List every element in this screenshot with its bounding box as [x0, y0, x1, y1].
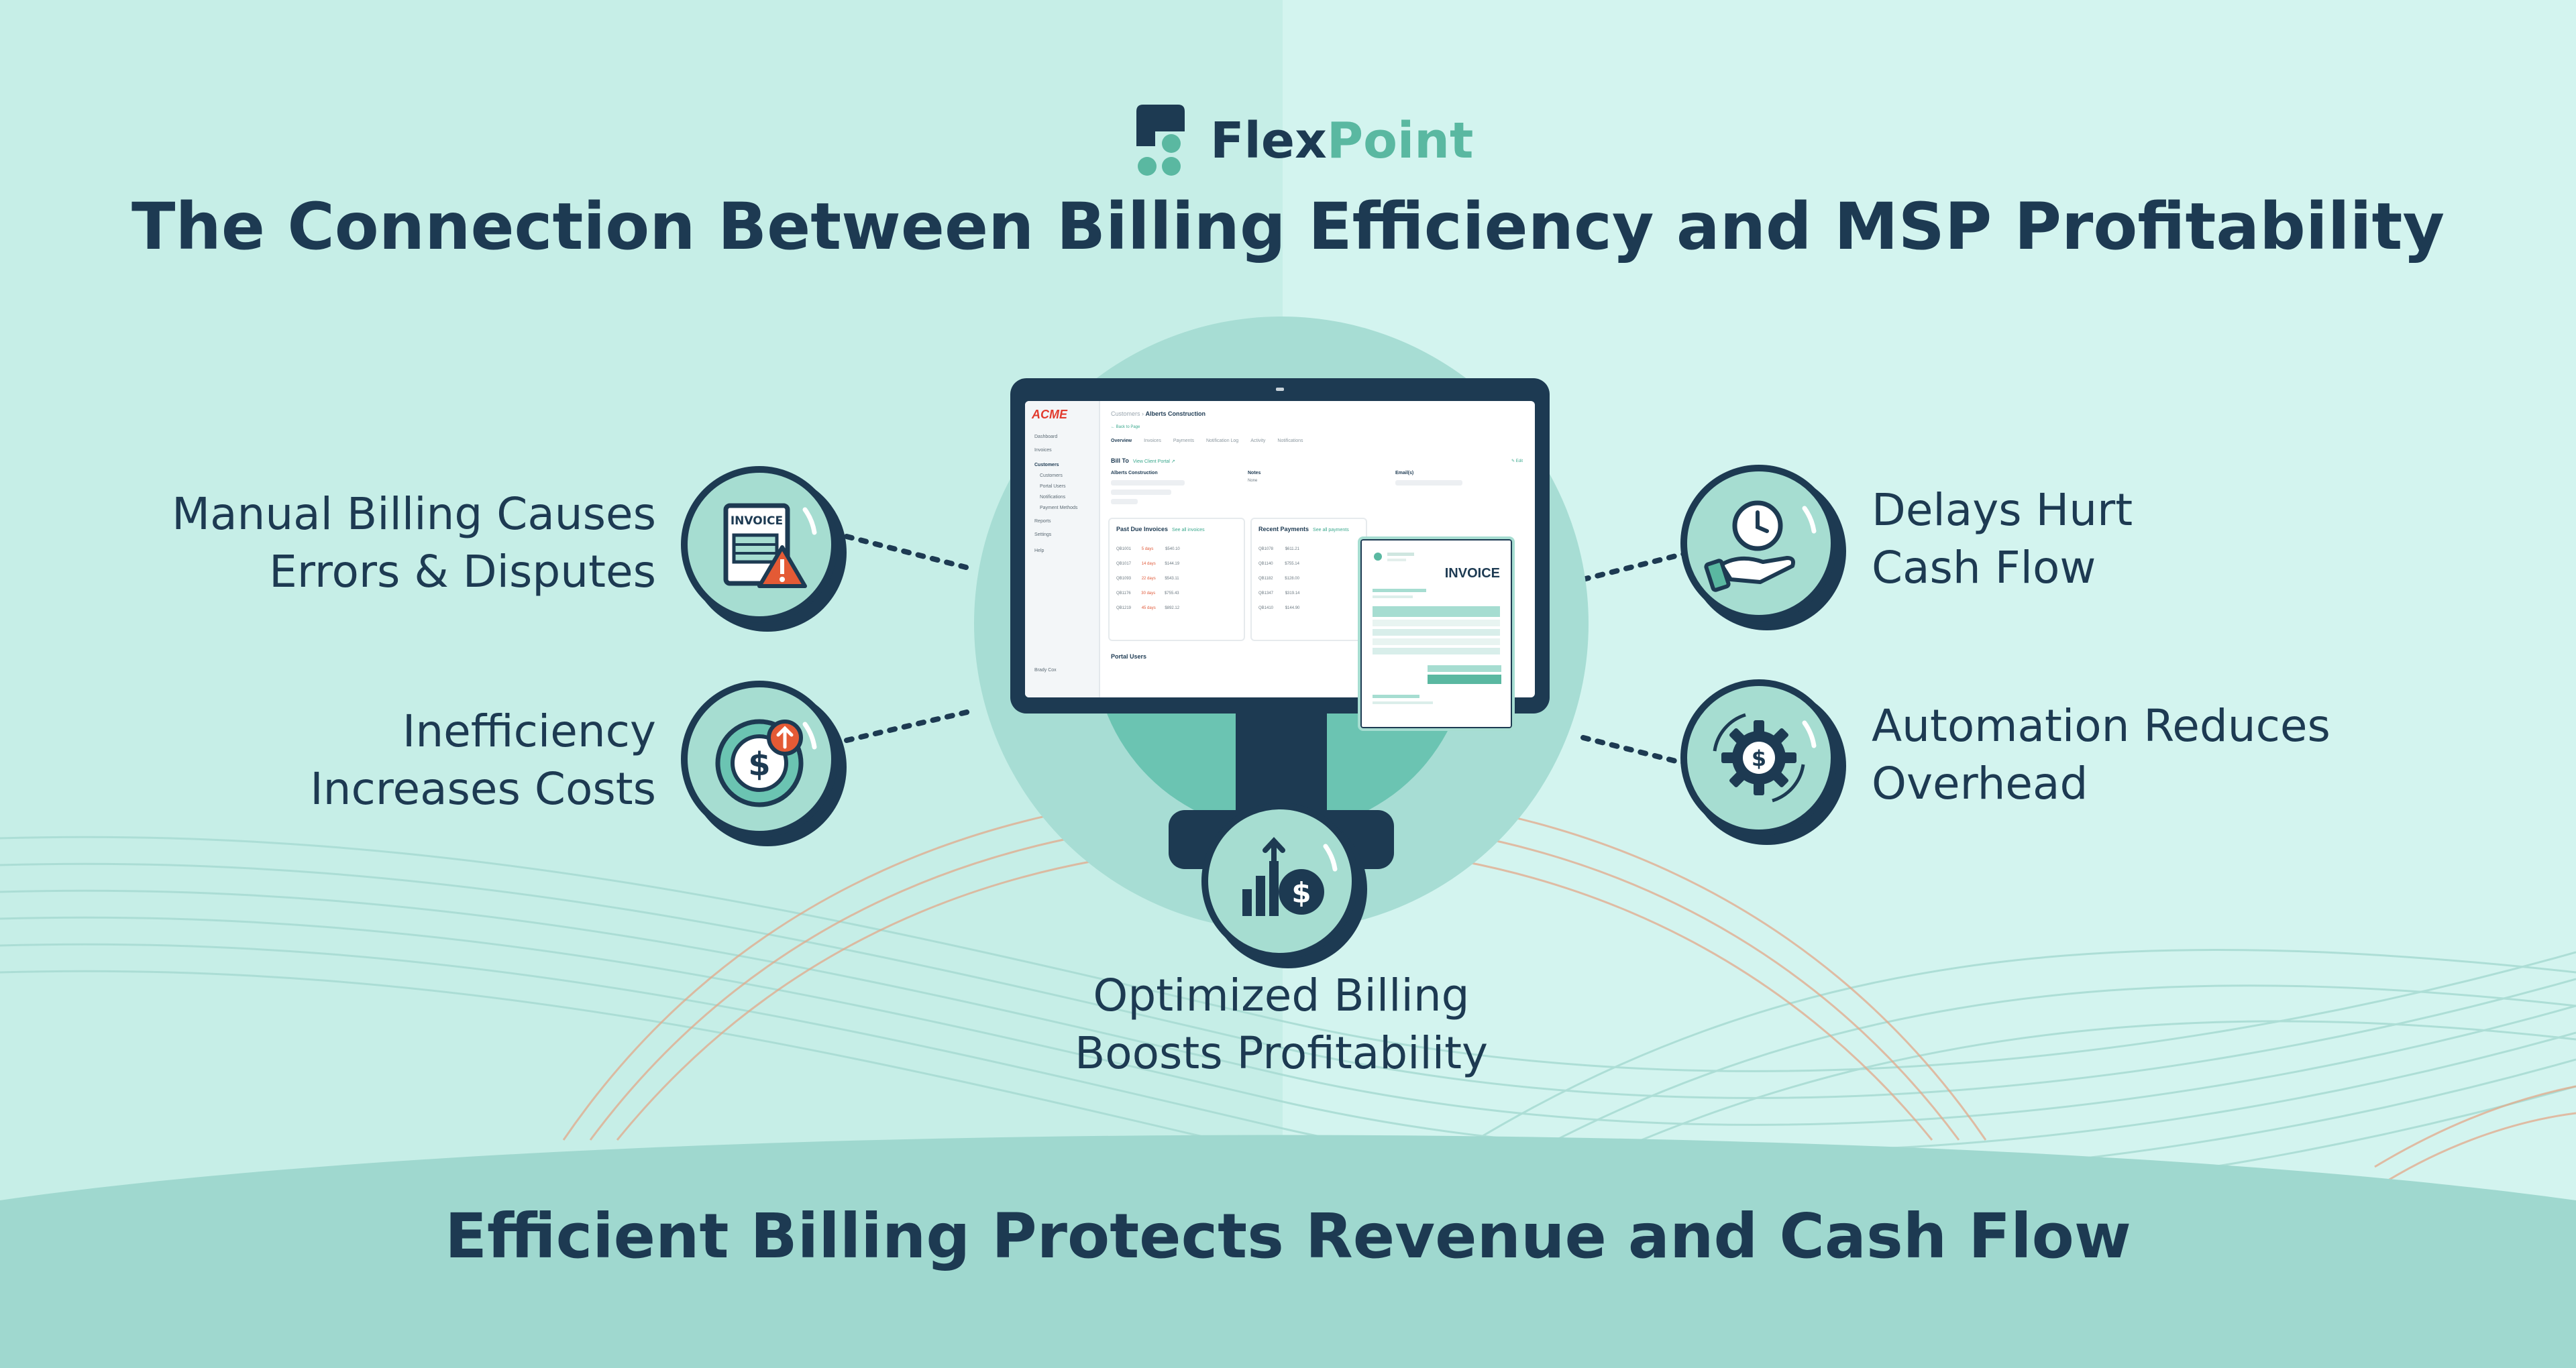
- skeleton-line: [1111, 499, 1138, 504]
- breadcrumb-parent[interactable]: Customers: [1111, 410, 1140, 417]
- skeleton-line: [1111, 490, 1171, 495]
- label-inefficiency: Inefficiency Increases Costs: [310, 703, 656, 818]
- label-line: Automation Reduces: [1872, 700, 2330, 752]
- dollar-rising-icon: $: [681, 681, 847, 846]
- acme-logo: ACME: [1032, 408, 1067, 421]
- sidebar-item[interactable]: Settings: [1034, 532, 1052, 537]
- gear-dollar-icon: $: [1680, 679, 1846, 845]
- skeleton-line: [1395, 480, 1462, 486]
- sidebar-item[interactable]: Invoices: [1034, 448, 1052, 453]
- table-row[interactable]: QB1347 $319.14: [1258, 591, 1300, 595]
- sidebar-item[interactable]: Customers: [1034, 463, 1059, 467]
- svg-text:INVOICE: INVOICE: [731, 514, 783, 528]
- label-manual-billing: Manual Billing Causes Errors & Disputes: [172, 486, 656, 601]
- tab[interactable]: Activity: [1250, 439, 1266, 443]
- see-all-invoices-link[interactable]: See all invoices: [1172, 528, 1205, 532]
- table-row[interactable]: QB1017 14 days $144.19: [1116, 562, 1180, 566]
- table-row[interactable]: QB1093 22 days $543.11: [1116, 577, 1179, 581]
- logo-wordmark: FlexPoint: [1210, 112, 1473, 170]
- sidebar-item[interactable]: Help: [1034, 549, 1044, 553]
- sidebar-item[interactable]: Dashboard: [1034, 435, 1058, 439]
- invoice-document: INVOICE: [1358, 536, 1515, 731]
- sidebar-item[interactable]: Portal Users: [1040, 484, 1066, 489]
- label-line: Delays Hurt: [1872, 484, 2133, 536]
- svg-text:$: $: [748, 746, 770, 783]
- portal-users-heading: Portal Users: [1111, 653, 1147, 660]
- skeleton-line: [1111, 480, 1185, 486]
- page-title: The Connection Between Billing Efficienc…: [131, 189, 2445, 264]
- bill-to-label: Bill To: [1111, 457, 1129, 464]
- sidebar-item[interactable]: Customers: [1040, 473, 1063, 478]
- sidebar-item[interactable]: Reports: [1034, 519, 1051, 524]
- table-row[interactable]: QB1176 30 days $755.43: [1116, 591, 1179, 595]
- tab[interactable]: Invoices: [1144, 439, 1161, 443]
- app-sidebar: ACME Dashboard Invoices Customers Custom…: [1025, 401, 1100, 697]
- table-row[interactable]: QB1140 $755.14: [1258, 562, 1299, 566]
- see-all-payments-link[interactable]: See all payments: [1313, 528, 1349, 532]
- view-portal-link[interactable]: View Client Portal ↗: [1132, 459, 1175, 464]
- tab[interactable]: Notification Log: [1205, 439, 1239, 443]
- company-name: Alberts Construction: [1111, 471, 1158, 475]
- label-line: Manual Billing Causes: [172, 488, 656, 540]
- label-line: Optimized Billing: [1093, 970, 1470, 1021]
- flexpoint-logo: FlexPoint: [1136, 105, 1473, 177]
- tab[interactable]: Payments: [1173, 439, 1194, 443]
- tab[interactable]: Notifications: [1277, 439, 1303, 443]
- table-row[interactable]: QB1001 5 days $540.10: [1116, 547, 1180, 551]
- table-row[interactable]: QB1219 45 days $892.12: [1116, 606, 1180, 610]
- svg-text:$: $: [1291, 876, 1311, 909]
- recent-payments-heading: Recent Payments See all payments: [1258, 526, 1349, 532]
- logo-flex: Flex: [1210, 112, 1327, 170]
- sidebar-item[interactable]: Payment Methods: [1040, 506, 1078, 510]
- logo-point: Point: [1326, 112, 1474, 170]
- invoice-graphic: [1373, 553, 1501, 704]
- past-due-title: Past Due Invoices: [1116, 526, 1169, 532]
- label-automation: Automation Reduces Overhead: [1872, 697, 2330, 813]
- label-line: Cash Flow: [1872, 542, 2096, 593]
- notes-label: Notes: [1248, 471, 1261, 475]
- emails-label: Email(s): [1395, 471, 1414, 475]
- table-row[interactable]: QB1182 $128.00: [1258, 577, 1299, 581]
- sidebar-user[interactable]: Brady Cox: [1034, 668, 1057, 673]
- edit-link[interactable]: ✎ Edit: [1511, 459, 1523, 463]
- recent-payments-title: Recent Payments: [1258, 526, 1309, 532]
- table-row[interactable]: QB1078 $611.21: [1258, 547, 1299, 551]
- label-delays: Delays Hurt Cash Flow: [1872, 481, 2133, 597]
- svg-text:$: $: [1752, 746, 1766, 771]
- invoice-warning-icon: INVOICE: [681, 466, 847, 632]
- label-optimized-billing: Optimized Billing Boosts Profitability: [1006, 967, 1556, 1082]
- label-line: Increases Costs: [310, 763, 656, 815]
- back-link[interactable]: ← Back to Page: [1111, 425, 1140, 429]
- sidebar-item[interactable]: Notifications: [1040, 495, 1066, 500]
- footer-title: Efficient Billing Protects Revenue and C…: [445, 1200, 2131, 1272]
- label-line: Inefficiency: [402, 705, 656, 757]
- flexpoint-logo-mark: [1136, 105, 1185, 176]
- recent-payments-card: Recent Payments See all payments QB1078 $…: [1250, 518, 1367, 641]
- breadcrumb: Customers › Alberts Construction: [1111, 410, 1206, 417]
- label-line: Errors & Disputes: [269, 546, 656, 597]
- tab[interactable]: Overview: [1111, 439, 1132, 443]
- notes-value: None: [1248, 479, 1258, 483]
- growth-chart-dollar-icon: $: [1201, 803, 1367, 968]
- label-line: Overhead: [1872, 758, 2088, 809]
- invoice-title: INVOICE: [1444, 566, 1500, 581]
- clock-hand-icon: [1680, 465, 1846, 630]
- breadcrumb-current: Alberts Construction: [1145, 410, 1206, 417]
- table-row[interactable]: QB1410 $144.90: [1258, 606, 1300, 610]
- label-line: Boosts Profitability: [1074, 1027, 1489, 1079]
- tab-bar: Overview Invoices Payments Notification …: [1111, 439, 1303, 443]
